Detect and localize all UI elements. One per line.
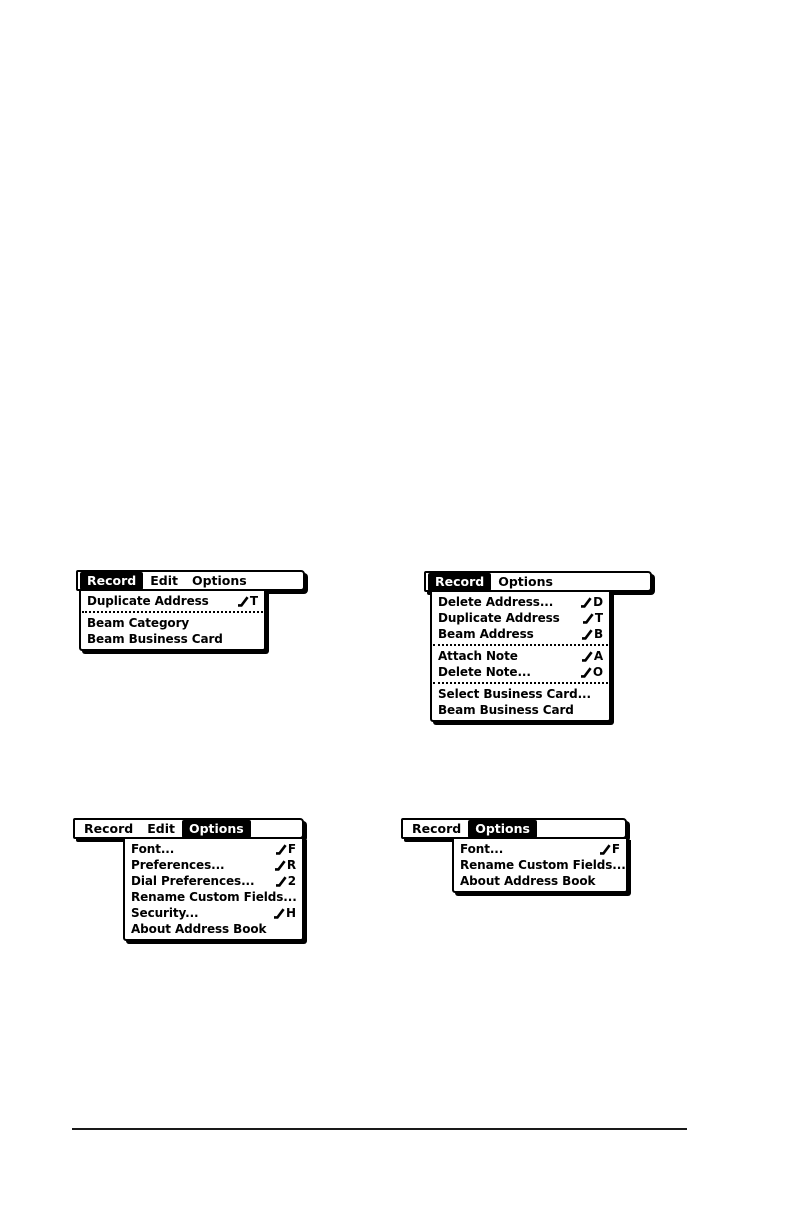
menu-item-delete-address[interactable]: Delete Address... D	[432, 594, 609, 610]
menu-item-dial-preferences[interactable]: Dial Preferences... 2	[125, 873, 302, 889]
menu-item-label: Dial Preferences...	[131, 874, 255, 888]
menu-bar: Record Edit Options	[76, 570, 305, 591]
menu-dropdown: Duplicate Address T Beam Category Beam B…	[79, 589, 266, 651]
command-stroke-icon	[275, 875, 287, 887]
command-stroke-icon	[274, 859, 286, 871]
menu-bar-item-options[interactable]: Options	[498, 573, 553, 589]
menu-item-label: Security...	[131, 906, 199, 920]
menu-dropdown: Font... F Preferences... R Dial Preferen…	[123, 837, 304, 941]
command-stroke-icon	[580, 596, 592, 608]
menu-item-label: Rename Custom Fields...	[460, 858, 626, 872]
menu-item-label: Delete Note...	[438, 665, 531, 679]
menu-bar-item-record[interactable]: Record	[428, 572, 492, 591]
menu-item-duplicate-address[interactable]: Duplicate Address T	[432, 610, 609, 626]
shortcut: O	[572, 665, 603, 679]
menu-item-label: Beam Address	[438, 627, 534, 641]
shortcut: D	[572, 595, 603, 609]
menu-item-rename-custom-fields[interactable]: Rename Custom Fields...	[125, 889, 302, 905]
command-stroke-icon	[273, 907, 285, 919]
menu-item-label: Duplicate Address	[438, 611, 560, 625]
menu-item-font[interactable]: Font... F	[125, 841, 302, 857]
shortcut: H	[265, 906, 296, 920]
shortcut-key: F	[611, 842, 620, 856]
menu-bar-item-edit[interactable]: Edit	[150, 572, 178, 588]
command-stroke-icon	[582, 612, 594, 624]
command-stroke-icon	[580, 666, 592, 678]
menu-item-about-address-book[interactable]: About Address Book	[125, 921, 302, 937]
menu-item-preferences[interactable]: Preferences... R	[125, 857, 302, 873]
menu-bar-item-options[interactable]: Options	[181, 819, 251, 838]
command-stroke-icon	[237, 595, 249, 607]
shortcut-key: T	[594, 611, 603, 625]
command-stroke-icon	[581, 628, 593, 640]
menu-item-beam-address[interactable]: Beam Address B	[432, 626, 609, 642]
menu-bar-item-options[interactable]: Options	[191, 572, 247, 588]
command-stroke-icon	[275, 843, 287, 855]
menu-item-attach-note[interactable]: Attach Note A	[432, 648, 609, 664]
menu-item-about-address-book[interactable]: About Address Book	[454, 873, 626, 889]
menu-item-label: Delete Address...	[438, 595, 554, 609]
menu-item-beam-business-card[interactable]: Beam Business Card	[81, 631, 264, 647]
menu-separator	[82, 611, 263, 613]
menu-bar-item-record[interactable]: Record	[412, 820, 462, 836]
menu-separator	[433, 682, 608, 684]
shortcut-key: 2	[287, 874, 296, 888]
shortcut: F	[267, 842, 296, 856]
footer-rule	[72, 1128, 687, 1130]
menu-item-select-business-card[interactable]: Select Business Card...	[432, 686, 609, 702]
shortcut-key: A	[593, 649, 603, 663]
shortcut: B	[573, 627, 603, 641]
shortcut: A	[573, 649, 603, 663]
shortcut-key: B	[593, 627, 603, 641]
shortcut-key: D	[593, 595, 603, 609]
menu-bar: Record Options	[424, 571, 652, 592]
menu-dropdown: Font... F Rename Custom Fields... About …	[452, 837, 628, 893]
shortcut-key: R	[286, 858, 296, 872]
menu-item-label: Beam Business Card	[87, 632, 223, 646]
shortcut-key: O	[592, 665, 603, 679]
menu-item-label: Font...	[131, 842, 175, 856]
command-stroke-icon	[599, 843, 611, 855]
menu-item-label: Duplicate Address	[87, 594, 209, 608]
menu-bar-item-record[interactable]: Record	[80, 571, 144, 590]
menu-item-delete-note[interactable]: Delete Note... O	[432, 664, 609, 680]
menu-item-label: Font...	[460, 842, 504, 856]
menu-item-beam-business-card[interactable]: Beam Business Card	[432, 702, 609, 718]
shortcut: R	[266, 858, 296, 872]
menu-separator	[433, 644, 608, 646]
shortcut: F	[591, 842, 620, 856]
menu-item-security[interactable]: Security... H	[125, 905, 302, 921]
menu-bar-item-record[interactable]: Record	[84, 820, 134, 836]
menu-item-label: Preferences...	[131, 858, 225, 872]
shortcut-key: H	[286, 906, 296, 920]
menu-item-label: Select Business Card...	[438, 687, 591, 701]
menu-item-label: About Address Book	[460, 874, 596, 888]
shortcut-key: T	[249, 594, 258, 608]
command-stroke-icon	[581, 650, 593, 662]
shortcut: T	[229, 594, 258, 608]
shortcut-key: F	[287, 842, 296, 856]
menu-item-beam-category[interactable]: Beam Category	[81, 615, 264, 631]
menu-item-rename-custom-fields[interactable]: Rename Custom Fields...	[454, 857, 626, 873]
shortcut: 2	[267, 874, 296, 888]
menu-item-label: Rename Custom Fields...	[131, 890, 297, 904]
menu-bar: Record Options	[401, 818, 627, 839]
menu-item-font[interactable]: Font... F	[454, 841, 626, 857]
shortcut: T	[574, 611, 603, 625]
menu-bar-item-options[interactable]: Options	[468, 819, 537, 838]
menu-item-duplicate-address[interactable]: Duplicate Address T	[81, 593, 264, 609]
menu-item-label: Beam Business Card	[438, 703, 574, 717]
menu-dropdown: Delete Address... D Duplicate Address T …	[430, 590, 611, 722]
menu-item-label: About Address Book	[131, 922, 267, 936]
menu-item-label: Beam Category	[87, 616, 190, 630]
menu-bar: Record Edit Options	[73, 818, 304, 839]
menu-bar-item-edit[interactable]: Edit	[147, 820, 175, 836]
menu-item-label: Attach Note	[438, 649, 518, 663]
